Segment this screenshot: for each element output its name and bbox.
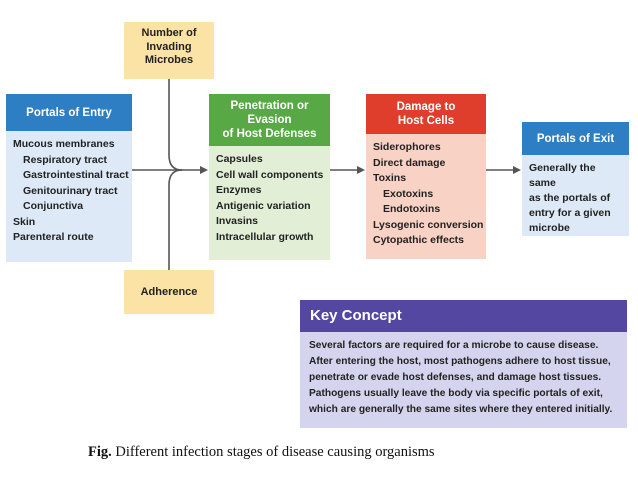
portals-of-exit-title: Portals of Exit [522,122,629,155]
list-item: Enzymes [216,184,262,196]
figure-caption-text: Different infection stages of disease ca… [111,444,435,460]
list-item: Toxins [373,172,407,184]
list-item: Intracellular growth [216,230,314,243]
penetration-title: Penetration or Evasion of Host Defenses [209,94,330,146]
key-concept-line: After entering the host, most pathogens … [309,356,611,367]
number-of-microbes-box: Number of Invading Microbes [124,22,214,79]
connector-adherence [168,169,183,270]
list-item: Antigenic variation [216,199,311,212]
list-item: Endotoxins [383,203,441,215]
list-item: Mucous membranes [13,138,115,150]
damage-title: Damage to Host Cells [366,94,486,134]
connector-number [168,79,183,171]
list-item: Capsules [216,153,263,165]
adherence-box: Adherence [124,270,214,314]
key-concept-line: which are generally the same sites where… [309,404,613,415]
list-item: Conjunctiva [23,200,84,212]
key-concept-line: penetrate or evade host defenses, and da… [309,372,602,383]
list-item: Cell wall components [216,168,324,181]
key-concept-line: Pathogens usually leave the body via spe… [309,388,603,399]
portals-of-entry-title: Portals of Entry [6,94,132,131]
list-item: Respiratory tract [23,153,108,166]
list-item: Skin [13,215,36,228]
list-item: Gastrointestinal tract [23,169,129,181]
adherence-label: Adherence [140,286,198,298]
list-item: Cytopathic effects [373,234,465,246]
key-concept-title: Key Concept [300,300,627,332]
number-of-microbes-label: Number of Invading Microbes [141,27,197,66]
list-item: Parenteral route [13,231,94,243]
key-concept-box: Key Concept Several factors are required… [300,300,627,428]
list-item: Invasins [216,215,259,227]
list-item: Direct damage [373,156,446,169]
portals-of-exit-box: Portals of Exit Generally the same as th… [522,122,629,236]
list-item: Genitourinary tract [23,184,118,197]
list-item: Lysogenic conversion [373,218,484,231]
key-concept-line: Several factors are required for a micro… [309,340,599,351]
list-item: Exotoxins [383,187,434,200]
penetration-box: Penetration or Evasion of Host Defenses … [209,94,330,260]
list-item: Siderophores [373,141,441,153]
key-concept-text: Several factors are required for a micro… [300,332,627,418]
figure-caption: Fig. Different infection stages of disea… [88,444,435,461]
portals-of-exit-text: Generally the same as the portals of ent… [529,162,611,234]
figure-caption-prefix: Fig. [88,444,112,460]
